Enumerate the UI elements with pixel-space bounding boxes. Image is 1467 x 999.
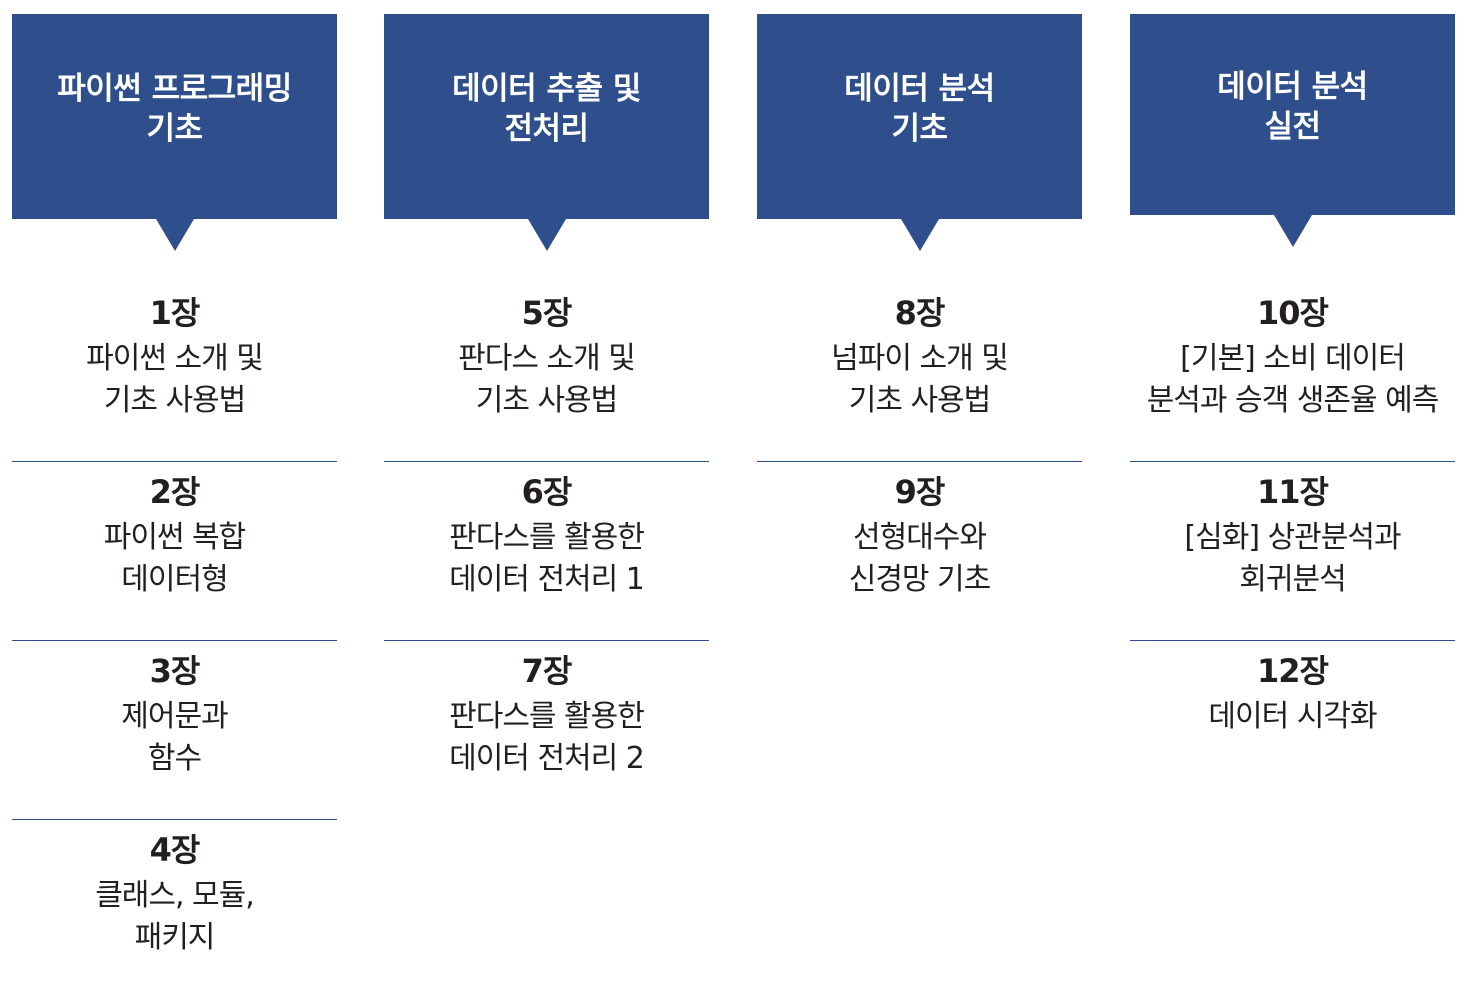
pointer-triangle (900, 219, 939, 251)
chapter-item: 3장 제어문과 함수 (12, 641, 337, 820)
chapter-item: 2장 파이썬 복합 데이터형 (12, 462, 337, 641)
pointer-triangle (527, 219, 566, 251)
column-title: 파이썬 프로그래밍 기초 (57, 70, 292, 147)
chapter-title: 제어문과 함수 (121, 699, 228, 776)
column-analysis-practice: 데이터 분석 실전 10장 [기본] 소비 데이터 분석과 승객 생존율 예측 … (1130, 14, 1455, 820)
chapter-list: 10장 [기본] 소비 데이터 분석과 승객 생존율 예측 11장 [심화] 상… (1130, 283, 1455, 820)
column-title: 데이터 분석 기초 (844, 70, 995, 147)
chapter-item: 7장 판다스를 활용한 데이터 전처리 2 (384, 641, 709, 820)
chapter-number: 12장 (1257, 652, 1329, 690)
column-title: 데이터 추출 및 전처리 (452, 70, 641, 147)
column-python-basics: 파이썬 프로그래밍 기초 1장 파이썬 소개 및 기초 사용법 2장 파이썬 복… (12, 14, 337, 999)
chapter-title: [심화] 상관분석과 회귀분석 (1184, 520, 1401, 597)
chapter-title: [기본] 소비 데이터 분석과 승객 생존율 예측 (1146, 341, 1440, 418)
chapter-title: 판다스를 활용한 데이터 전처리 1 (449, 520, 645, 597)
column-data-extraction: 데이터 추출 및 전처리 5장 판다스 소개 및 기초 사용법 6장 판다스를 … (384, 14, 709, 820)
chapter-number: 10장 (1257, 294, 1329, 332)
chapter-number: 4장 (149, 831, 201, 869)
chapter-number: 3장 (149, 652, 201, 690)
column-header: 파이썬 프로그래밍 기초 (12, 14, 337, 251)
chapter-title: 파이썬 소개 및 기초 사용법 (86, 341, 264, 418)
chapter-number: 6장 (521, 473, 573, 511)
chapter-number: 7장 (521, 652, 573, 690)
pointer-triangle (1273, 215, 1312, 247)
pointer-triangle (155, 219, 194, 251)
chapter-list: 5장 판다스 소개 및 기초 사용법 6장 판다스를 활용한 데이터 전처리 1… (384, 283, 709, 820)
chapter-item: 11장 [심화] 상관분석과 회귀분석 (1130, 462, 1455, 641)
column-header: 데이터 분석 실전 (1130, 14, 1455, 247)
column-title: 데이터 분석 실전 (1217, 68, 1368, 145)
chapter-item: 12장 데이터 시각화 (1130, 641, 1455, 820)
chapter-number: 8장 (894, 294, 946, 332)
chapter-title: 선형대수와 신경망 기초 (848, 520, 992, 597)
chapter-number: 5장 (521, 294, 573, 332)
chapter-title: 클래스, 모듈, 패키지 (95, 878, 255, 955)
chapter-item: 9장 선형대수와 신경망 기초 (757, 462, 1082, 641)
column-header: 데이터 분석 기초 (757, 14, 1082, 251)
chapter-item: 8장 넘파이 소개 및 기초 사용법 (757, 283, 1082, 462)
chapter-number: 2장 (149, 473, 201, 511)
chapter-list: 8장 넘파이 소개 및 기초 사용법 9장 선형대수와 신경망 기초 (757, 283, 1082, 641)
chapter-number: 9장 (894, 473, 946, 511)
chapter-item: 10장 [기본] 소비 데이터 분석과 승객 생존율 예측 (1130, 283, 1455, 462)
chapter-title: 판다스 소개 및 기초 사용법 (458, 341, 636, 418)
chapter-title: 넘파이 소개 및 기초 사용법 (831, 341, 1009, 418)
chapter-item: 6장 판다스를 활용한 데이터 전처리 1 (384, 462, 709, 641)
chapter-title: 파이썬 복합 데이터형 (103, 520, 247, 597)
chapter-number: 1장 (149, 294, 201, 332)
chapter-item: 4장 클래스, 모듈, 패키지 (12, 820, 337, 999)
chapter-title: 판다스를 활용한 데이터 전처리 2 (449, 699, 645, 776)
chapter-list: 1장 파이썬 소개 및 기초 사용법 2장 파이썬 복합 데이터형 3장 제어문… (12, 283, 337, 999)
column-header: 데이터 추출 및 전처리 (384, 14, 709, 251)
chapter-item: 5장 판다스 소개 및 기초 사용법 (384, 283, 709, 462)
column-analysis-basics: 데이터 분석 기초 8장 넘파이 소개 및 기초 사용법 9장 선형대수와 신경… (757, 14, 1082, 641)
chapter-number: 11장 (1257, 473, 1329, 511)
chapter-title: 데이터 시각화 (1208, 699, 1377, 734)
chapter-item: 1장 파이썬 소개 및 기초 사용법 (12, 283, 337, 462)
